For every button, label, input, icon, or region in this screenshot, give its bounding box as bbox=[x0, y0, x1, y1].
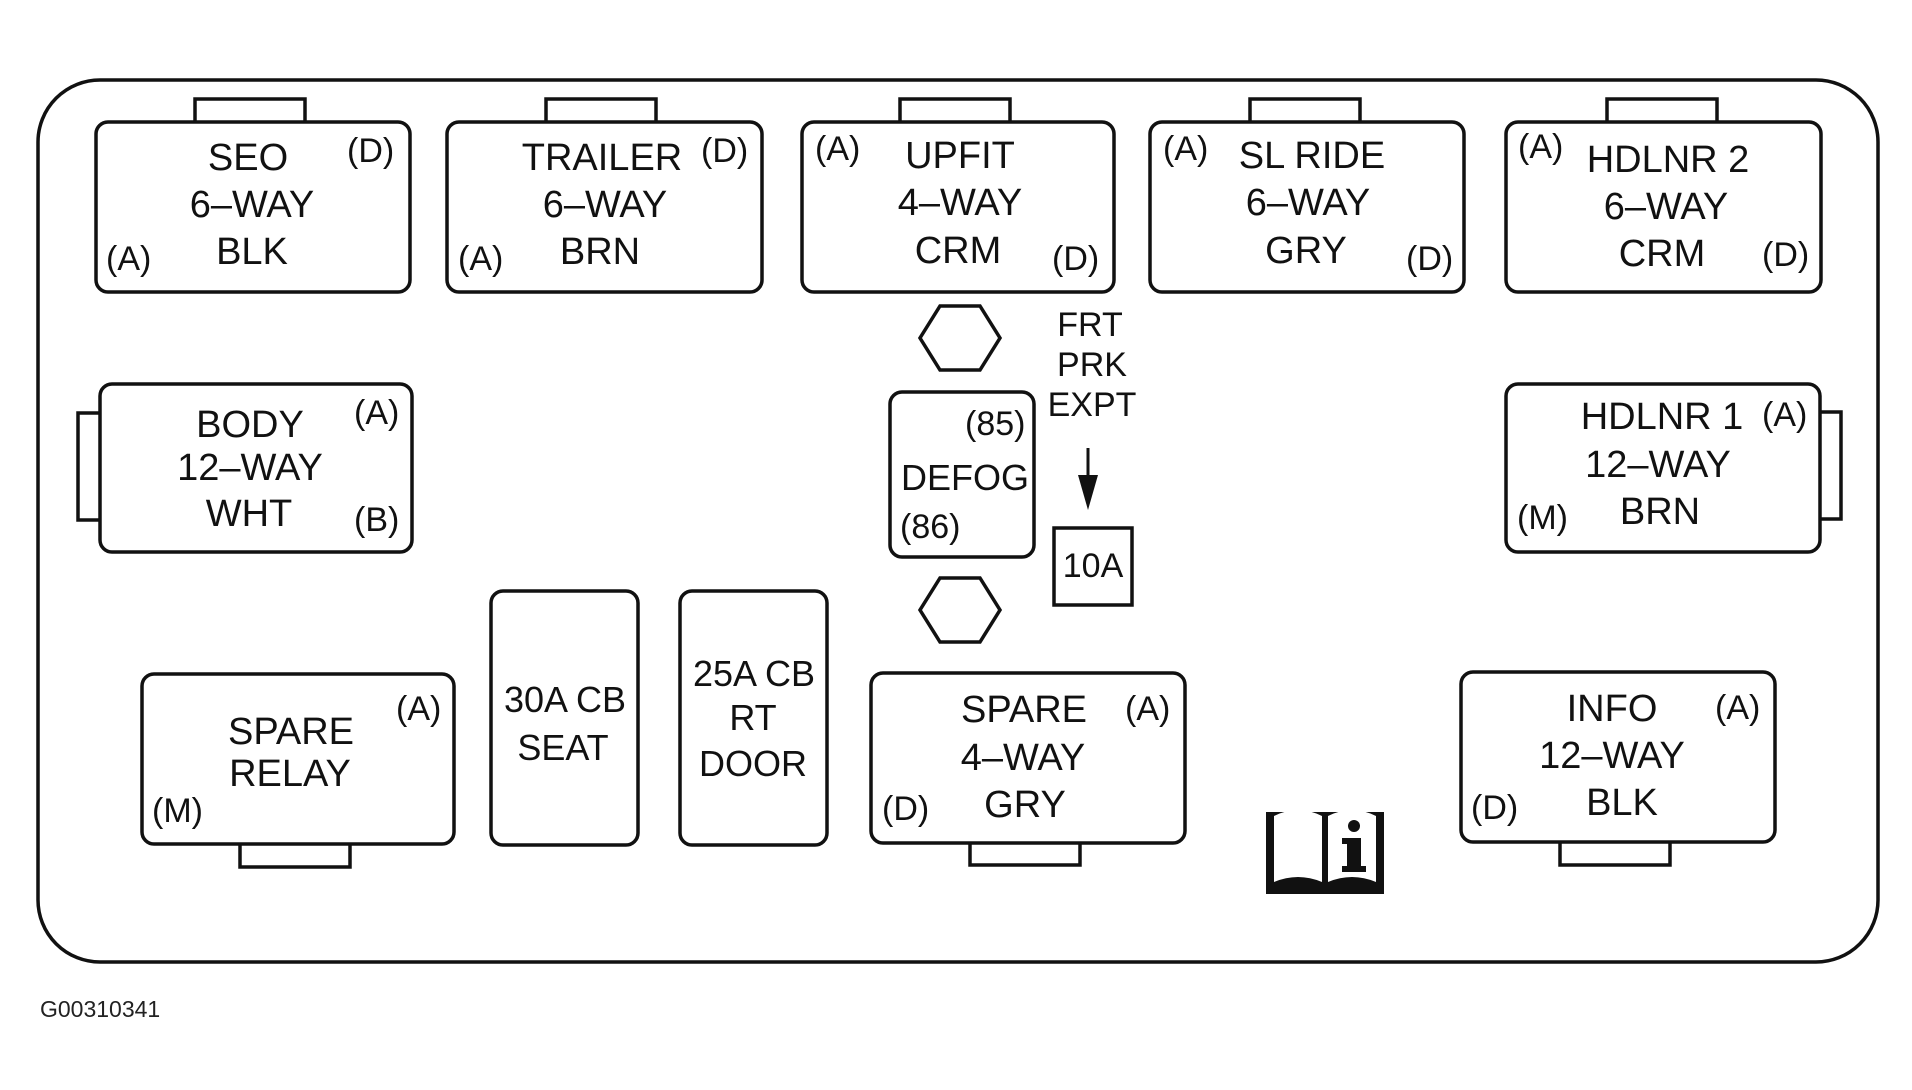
connector-label: HDLNR 2 bbox=[1587, 139, 1750, 181]
book-info-icon bbox=[1266, 810, 1384, 894]
connector-color: CRM bbox=[915, 230, 1002, 272]
pin-label: (A) bbox=[1163, 130, 1208, 168]
pin-label: (D) bbox=[882, 790, 929, 828]
relay-label: DEFOG bbox=[901, 457, 1029, 498]
connector-trailer: TRAILER 6–WAY BRN (D) (A) bbox=[445, 97, 764, 294]
connector-color: WHT bbox=[206, 493, 293, 535]
pin-label: (A) bbox=[354, 394, 399, 432]
connector-hdlnr-2: HDLNR 2 6–WAY CRM (A) (D) bbox=[1504, 97, 1823, 294]
fuse-frt-prk-expt: FRT PRK EXPT 10A bbox=[1048, 306, 1137, 607]
connector-label: HDLNR 1 bbox=[1581, 396, 1744, 438]
pin-label: (A) bbox=[1125, 690, 1170, 728]
fuse-caption-line: PRK bbox=[1057, 346, 1127, 384]
connector-ways: 6–WAY bbox=[190, 184, 315, 226]
connector-label: TRAILER bbox=[522, 137, 682, 179]
breaker-circuit: SEAT bbox=[517, 727, 608, 768]
fuse-arrow-head bbox=[1078, 475, 1098, 510]
relay-spare: SPARE RELAY (A) (M) bbox=[140, 672, 456, 869]
breaker-circuit: RT bbox=[729, 697, 776, 738]
fuse-block-outline bbox=[36, 78, 1880, 964]
connector-ways: 6–WAY bbox=[1604, 186, 1729, 228]
connector-ways: 4–WAY bbox=[961, 737, 1086, 779]
pin-label: (D) bbox=[1471, 789, 1518, 827]
pin-label: (B) bbox=[354, 501, 399, 539]
breaker-rating: 30A CB bbox=[504, 679, 626, 720]
relay-label: RELAY bbox=[229, 753, 351, 795]
pin-label: (D) bbox=[347, 132, 394, 170]
connector-info: INFO 12–WAY BLK (A) (D) bbox=[1459, 670, 1777, 867]
connector-color: CRM bbox=[1619, 233, 1706, 275]
stud-hex-bottom bbox=[917, 576, 1003, 644]
pin-label: (D) bbox=[1052, 240, 1099, 278]
connector-body: BODY 12–WAY WHT (A) (B) bbox=[76, 382, 414, 554]
pin-label: (D) bbox=[701, 132, 748, 170]
connector-color: BRN bbox=[560, 231, 640, 273]
connector-ways: 12–WAY bbox=[1539, 735, 1685, 777]
connector-label: SPARE bbox=[961, 689, 1087, 731]
connector-ways: 12–WAY bbox=[177, 447, 323, 489]
pin-label: (A) bbox=[106, 240, 151, 278]
pin-label: (A) bbox=[396, 690, 441, 728]
connector-seo: SEO 6–WAY BLK (D) (A) bbox=[94, 97, 412, 294]
relay-pin-85: (85) bbox=[965, 405, 1025, 443]
pin-label: (A) bbox=[815, 130, 860, 168]
connector-label: UPFIT bbox=[905, 135, 1015, 177]
relay-pin-86: (86) bbox=[900, 508, 960, 546]
stud-hex-top bbox=[917, 304, 1003, 372]
pin-label: (A) bbox=[1518, 128, 1563, 166]
pin-label: (M) bbox=[152, 792, 203, 830]
pin-label: (A) bbox=[1762, 396, 1807, 434]
relay-defog: (85) DEFOG (86) bbox=[888, 390, 1036, 559]
circuit-breaker-25a-rt-door: 25A CB RT DOOR bbox=[678, 589, 829, 847]
fuse-caption-line: FRT bbox=[1057, 306, 1122, 344]
connector-color: GRY bbox=[1265, 230, 1347, 272]
connector-color: BLK bbox=[216, 231, 288, 273]
connector-label: SEO bbox=[208, 137, 288, 179]
connector-upfit: UPFIT 4–WAY CRM (A) (D) bbox=[800, 97, 1116, 294]
connector-label: INFO bbox=[1567, 688, 1658, 730]
connector-hdlnr-1: HDLNR 1 12–WAY BRN (A) (M) bbox=[1504, 382, 1843, 554]
fuse-caption-line: EXPT bbox=[1048, 386, 1137, 424]
connector-color: BRN bbox=[1620, 491, 1700, 533]
connector-ways: 4–WAY bbox=[898, 182, 1023, 224]
pin-label: (M) bbox=[1517, 499, 1568, 537]
figure-id: G00310341 bbox=[40, 996, 161, 1022]
breaker-rating: 25A CB bbox=[693, 653, 815, 694]
connector-label: SL RIDE bbox=[1239, 135, 1385, 177]
circuit-breaker-30a-seat: 30A CB SEAT bbox=[489, 589, 640, 847]
connector-spare-4way: SPARE 4–WAY GRY (A) (D) bbox=[869, 671, 1187, 867]
fuse-label: 10A bbox=[1063, 547, 1124, 585]
pin-label: (A) bbox=[1715, 689, 1760, 727]
connector-sl-ride: SL RIDE 6–WAY GRY (A) (D) bbox=[1148, 97, 1466, 294]
relay-label: SPARE bbox=[228, 711, 354, 753]
pin-label: (D) bbox=[1762, 236, 1809, 274]
pin-label: (A) bbox=[458, 240, 503, 278]
connector-ways: 6–WAY bbox=[543, 184, 668, 226]
connector-color: GRY bbox=[984, 784, 1066, 826]
pin-label: (D) bbox=[1406, 240, 1453, 278]
connector-label: BODY bbox=[196, 404, 304, 446]
breaker-circuit: DOOR bbox=[699, 743, 807, 784]
connector-color: BLK bbox=[1586, 782, 1658, 824]
fuse-box bbox=[1052, 526, 1134, 607]
connector-ways: 6–WAY bbox=[1246, 182, 1371, 224]
connector-ways: 12–WAY bbox=[1585, 444, 1731, 486]
